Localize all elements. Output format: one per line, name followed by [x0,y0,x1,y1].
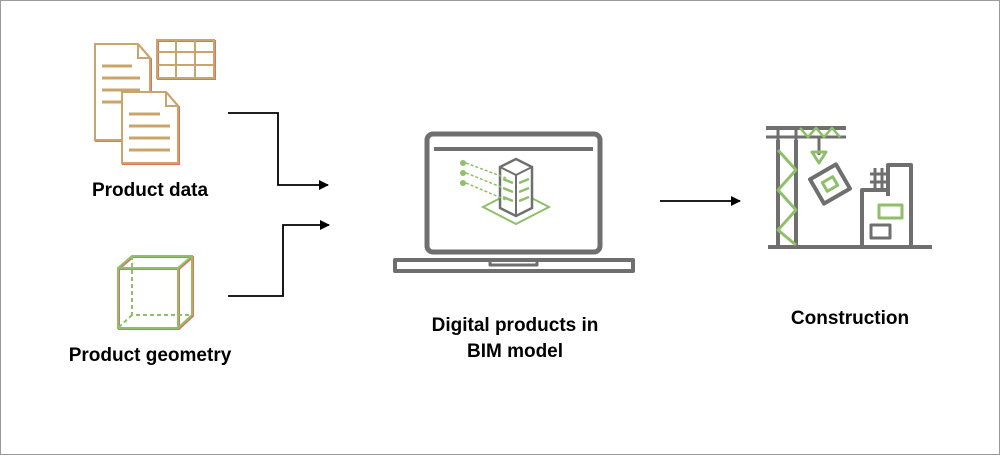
label-product-data: Product data [91,180,209,201]
label-product-geometry: Product geometry [68,345,232,366]
label-digital-products-bim: Digital products in BIM model [400,313,630,365]
documents-icon [94,43,180,165]
crane-icon [766,126,932,249]
laptop-icon [393,131,635,273]
label-bim-line2: BIM model [466,341,564,362]
label-construction: Construction [790,308,910,329]
arrow-product-geometry [228,220,330,297]
building-icon [460,157,552,226]
label-bim-line1: Digital products in [431,315,599,336]
table-icon [156,39,216,80]
connector-arrows [228,112,741,297]
box-icon [117,255,194,330]
arrow-product-data [228,112,329,190]
